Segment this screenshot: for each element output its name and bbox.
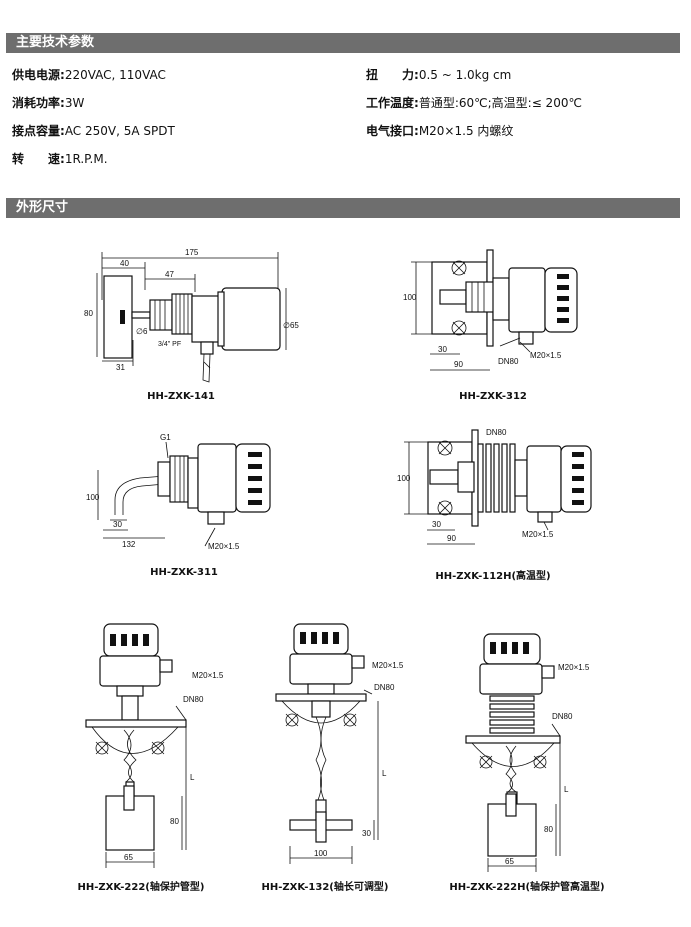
label-g1: G1 [160,433,171,442]
label-m20: M20×1.5 [208,542,240,551]
spec-speed-value: 1R.P.M. [64,152,108,166]
spec-temperature: 工作温度:普通型:60℃;高温型:≤ 200℃ [366,96,582,110]
dim-l: L [564,785,569,794]
spec-consumption: 消耗功率:3W [12,96,84,110]
dim-80: 80 [84,309,93,318]
dim-100: 100 [314,849,328,858]
dim-175: 175 [185,248,199,257]
label-dn80: DN80 [552,712,573,721]
dim-100: 100 [397,474,411,483]
dim-65: 65 [124,853,133,862]
spec-temperature-key: 工作温度: [366,96,419,110]
label-dn80: DN80 [183,695,204,704]
spec-temperature-value: 普通型:60℃;高温型:≤ 200℃ [418,96,582,110]
spec-electrical-value: M20×1.5 内螺纹 [418,124,514,138]
specs-section-title: 主要技术参数 [16,35,95,50]
drawing-hh-zxk-132 [275,623,379,864]
caption-hh-zxk-141: HH-ZXK-141 [147,391,215,402]
spec-torque: 扭 力:0.5 ~ 1.0kg cm [366,68,511,82]
spec-power-value: 220VAC, 110VAC [64,68,166,82]
dim-100: 100 [403,293,417,302]
spec-electrical: 电气接口:M20×1.5 内螺纹 [366,124,513,138]
spec-electrical-key: 电气接口: [366,124,419,138]
drawing-hh-zxk-141 [96,252,287,383]
spec-power: 供电电源:220VAC, 110VAC [12,68,166,82]
label-m20: M20×1.5 [530,351,562,360]
dimensions-section-bar: 外形尺寸 [6,198,680,218]
specs-section-bar: 主要技术参数 [6,33,680,53]
dim-30: 30 [438,345,447,354]
spec-contact: 接点容量:AC 250V, 5A SPDT [12,124,175,138]
drawing-hh-zxk-222 [85,623,187,868]
dim-100: 100 [86,493,100,502]
label-thread: 3/4" PF [158,341,181,348]
dim-30: 30 [362,829,371,838]
dimensions-section-title: 外形尺寸 [16,200,69,215]
spec-contact-key: 接点容量: [12,124,65,138]
label-m20: M20×1.5 [372,661,404,670]
spec-contact-value: AC 250V, 5A SPDT [64,124,175,138]
dim-65: 65 [505,857,514,866]
spec-torque-value: 0.5 ~ 1.0kg cm [418,68,512,82]
dim-65: ∅65 [283,321,299,330]
label-m20: M20×1.5 [192,671,224,680]
spec-consumption-key: 消耗功率: [12,96,65,110]
caption-hh-zxk-312: HH-ZXK-312 [459,391,527,402]
caption-hh-zxk-132: HH-ZXK-132(轴长可调型) [261,882,389,893]
drawing-hh-zxk-312 [411,249,578,371]
spec-speed: 转 速:1R.P.M. [12,152,108,166]
dim-31: 31 [116,363,125,372]
dim-30: 30 [432,520,441,529]
label-m20: M20×1.5 [522,530,554,539]
dim-l: L [190,773,195,782]
spec-speed-key: 转 速: [12,152,65,166]
caption-hh-zxk-311: HH-ZXK-311 [150,567,218,578]
dim-132: 132 [122,540,136,549]
dim-90: 90 [447,534,456,543]
dim-80: 80 [544,825,553,834]
dim-90: 90 [454,360,463,369]
caption-hh-zxk-112h: HH-ZXK-112H(高温型) [435,571,551,582]
dim-40: 40 [120,259,129,268]
drawing-hh-zxk-311 [97,441,271,547]
dim-6: ∅6 [136,327,148,336]
spec-power-key: 供电电源: [12,68,65,82]
label-dn80: DN80 [498,357,519,366]
caption-hh-zxk-222h: HH-ZXK-222H(轴保护管高温型) [449,882,605,893]
spec-torque-key: 扭 力: [366,68,419,82]
dim-47: 47 [165,270,174,279]
dim-30: 30 [113,520,122,529]
dim-80: 80 [170,817,179,826]
label-dn80: DN80 [486,428,507,437]
caption-hh-zxk-222: HH-ZXK-222(轴保护管型) [77,882,205,893]
label-dn80: DN80 [374,683,395,692]
drawing-hh-zxk-112h [404,429,592,545]
drawing-hh-zxk-222h [465,633,561,872]
dim-l: L [382,769,387,778]
label-m20: M20×1.5 [558,663,590,672]
spec-consumption-value: 3W [64,96,85,110]
